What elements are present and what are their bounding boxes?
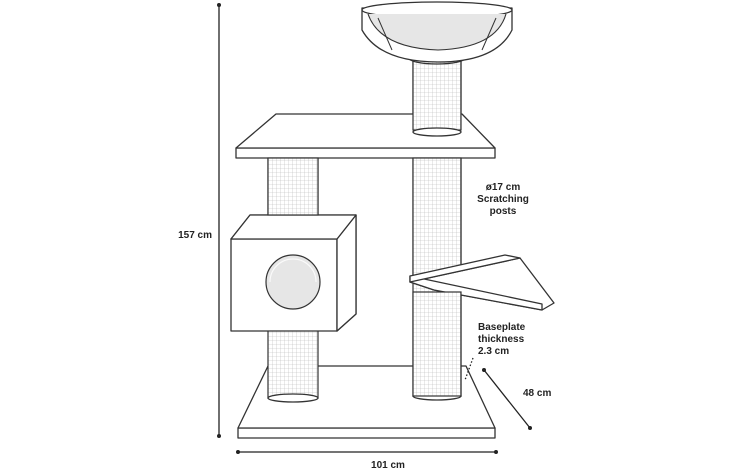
cube-entrance-cushion (265, 254, 321, 310)
post-diameter-label: ø17 cm (486, 182, 521, 193)
width-label: 101 cm (371, 460, 405, 470)
top-bed (361, 1, 513, 65)
height-dimension (178, 3, 221, 438)
baseplate-label-line2: thickness (478, 334, 525, 345)
height-label: 157 cm (178, 230, 212, 241)
post-label-line2: Scratching (477, 194, 529, 205)
depth-label: 48 cm (523, 388, 551, 399)
post-label-line3: posts (490, 206, 517, 217)
side-platform (409, 254, 555, 311)
width-dimension (236, 450, 498, 454)
baseplate-thickness-label: 2.3 cm (478, 346, 509, 357)
depth-dimension (482, 368, 532, 430)
baseplate-thickness-marker (464, 357, 474, 381)
baseplate-label-line1: Baseplate (478, 322, 526, 333)
cat-cube (230, 214, 357, 332)
scratching-post-left-lower (267, 329, 319, 399)
